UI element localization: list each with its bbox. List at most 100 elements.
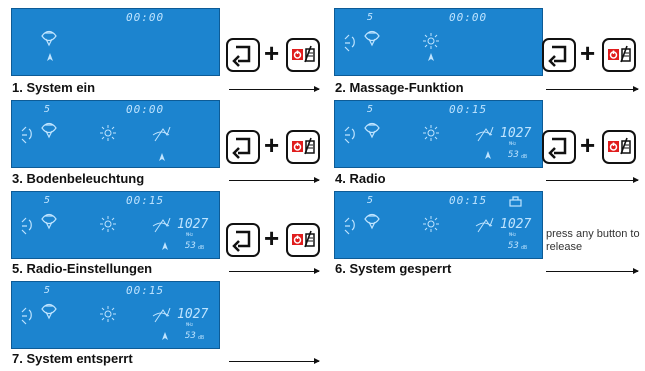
release-note: press any button to release	[546, 228, 640, 253]
radio-icon	[152, 126, 171, 142]
channel-readout: 5	[44, 285, 51, 296]
time-readout: 00:00	[126, 11, 165, 24]
light-icon	[423, 125, 439, 141]
seat-icon	[364, 122, 380, 139]
enter-icon	[232, 45, 251, 67]
massage-icon	[344, 217, 355, 235]
seat-icon	[41, 213, 57, 230]
lcd-graphics	[21, 303, 171, 340]
channel-readout: 5	[367, 195, 374, 206]
power-menu-icon	[292, 137, 315, 155]
panel-5-caption: 5. Radio-Einstellungen	[12, 261, 153, 276]
enter-button[interactable]	[542, 38, 576, 72]
lcd-panel-1: 00:00	[11, 8, 220, 76]
enter-button[interactable]	[226, 223, 260, 257]
flow-arrow	[546, 177, 639, 183]
panel-3-caption: 3. Bodenbeleuchtung	[12, 171, 145, 186]
seat-icon	[41, 303, 57, 320]
enter-icon	[548, 137, 567, 159]
volume-unit: dB	[521, 154, 528, 160]
flow-arrow	[229, 358, 320, 364]
button-combo: +	[226, 130, 322, 166]
seat-icon	[41, 30, 57, 47]
enter-icon	[232, 230, 251, 252]
light-icon	[100, 125, 116, 141]
channel-readout: 5	[367, 104, 374, 115]
massage-icon	[344, 34, 355, 52]
time-readout: 00:15	[126, 194, 165, 207]
lcd-graphics	[41, 30, 57, 61]
radio-icon	[152, 307, 171, 323]
lcd-panel-5: 5 00:15 1027 MHz 53 dB	[11, 191, 220, 259]
seat-icon	[41, 122, 57, 139]
frequency-readout: 1027	[500, 217, 532, 232]
power-menu-button[interactable]	[286, 38, 320, 72]
antenna-icon	[162, 332, 168, 340]
button-combo: +	[226, 223, 322, 259]
frequency-readout: 1027	[177, 307, 209, 322]
time-readout: 00:00	[126, 103, 165, 116]
light-icon	[100, 306, 116, 322]
enter-button[interactable]	[226, 130, 260, 164]
antenna-icon	[159, 153, 165, 161]
massage-icon	[21, 307, 32, 325]
lcd-graphics	[344, 122, 494, 159]
panel-4-caption: 4. Radio	[335, 171, 386, 186]
antenna-icon	[485, 151, 491, 159]
plus-sign: +	[580, 130, 596, 160]
power-menu-icon	[608, 45, 631, 63]
plus-sign: +	[580, 38, 596, 68]
button-combo: +	[226, 38, 322, 74]
flow-arrow	[546, 86, 639, 92]
lcd-panel-7: 5 00:15 1027 MHz 53 dB	[11, 281, 220, 349]
plus-sign: +	[264, 130, 280, 160]
flow-arrow	[229, 268, 320, 274]
radio-icon	[152, 217, 171, 233]
radio-icon	[475, 126, 494, 142]
lcd-panel-6: 5 00:15 1027 MHz 53 dB	[334, 191, 543, 259]
enter-icon	[548, 45, 567, 67]
massage-icon	[344, 126, 355, 144]
flow-arrow	[229, 86, 320, 92]
enter-button[interactable]	[542, 130, 576, 164]
frequency-readout: 1027	[500, 126, 532, 141]
power-menu-button[interactable]	[602, 130, 636, 164]
power-menu-button[interactable]	[286, 130, 320, 164]
time-readout: 00:15	[449, 194, 488, 207]
power-menu-icon	[608, 137, 631, 155]
plus-sign: +	[264, 38, 280, 68]
frequency-unit: MHz	[186, 232, 194, 237]
volume-readout: 53	[508, 241, 519, 251]
channel-readout: 5	[367, 12, 374, 23]
button-combo: +	[542, 130, 638, 166]
time-readout: 00:15	[449, 103, 488, 116]
power-menu-button[interactable]	[602, 38, 636, 72]
antenna-icon	[47, 53, 53, 61]
panel-1-caption: 1. System ein	[12, 80, 96, 95]
panel-2-caption: 2. Massage-Funktion	[335, 80, 464, 95]
time-readout: 00:00	[449, 11, 488, 24]
volume-unit: dB	[198, 245, 205, 251]
radio-icon	[475, 217, 494, 233]
volume-readout: 53	[508, 150, 519, 160]
enter-icon	[232, 137, 251, 159]
light-icon	[423, 216, 439, 232]
button-combo: +	[542, 38, 638, 74]
lcd-panel-4: 5 00:15 1027 MHz 53 dB	[334, 100, 543, 168]
frequency-unit: MHz	[509, 232, 517, 237]
light-icon	[100, 216, 116, 232]
lcd-graphics	[21, 213, 171, 250]
power-menu-icon	[292, 230, 315, 248]
massage-icon	[21, 126, 32, 144]
volume-readout: 53	[185, 241, 196, 251]
frequency-unit: MHz	[509, 141, 517, 146]
frequency-unit: MHz	[186, 322, 194, 327]
volume-readout: 53	[185, 331, 196, 341]
antenna-icon	[162, 242, 168, 250]
frequency-readout: 1027	[177, 217, 209, 232]
power-menu-button[interactable]	[286, 223, 320, 257]
lcd-graphics	[344, 30, 439, 61]
channel-readout: 5	[44, 104, 51, 115]
enter-button[interactable]	[226, 38, 260, 72]
volume-unit: dB	[198, 335, 205, 341]
